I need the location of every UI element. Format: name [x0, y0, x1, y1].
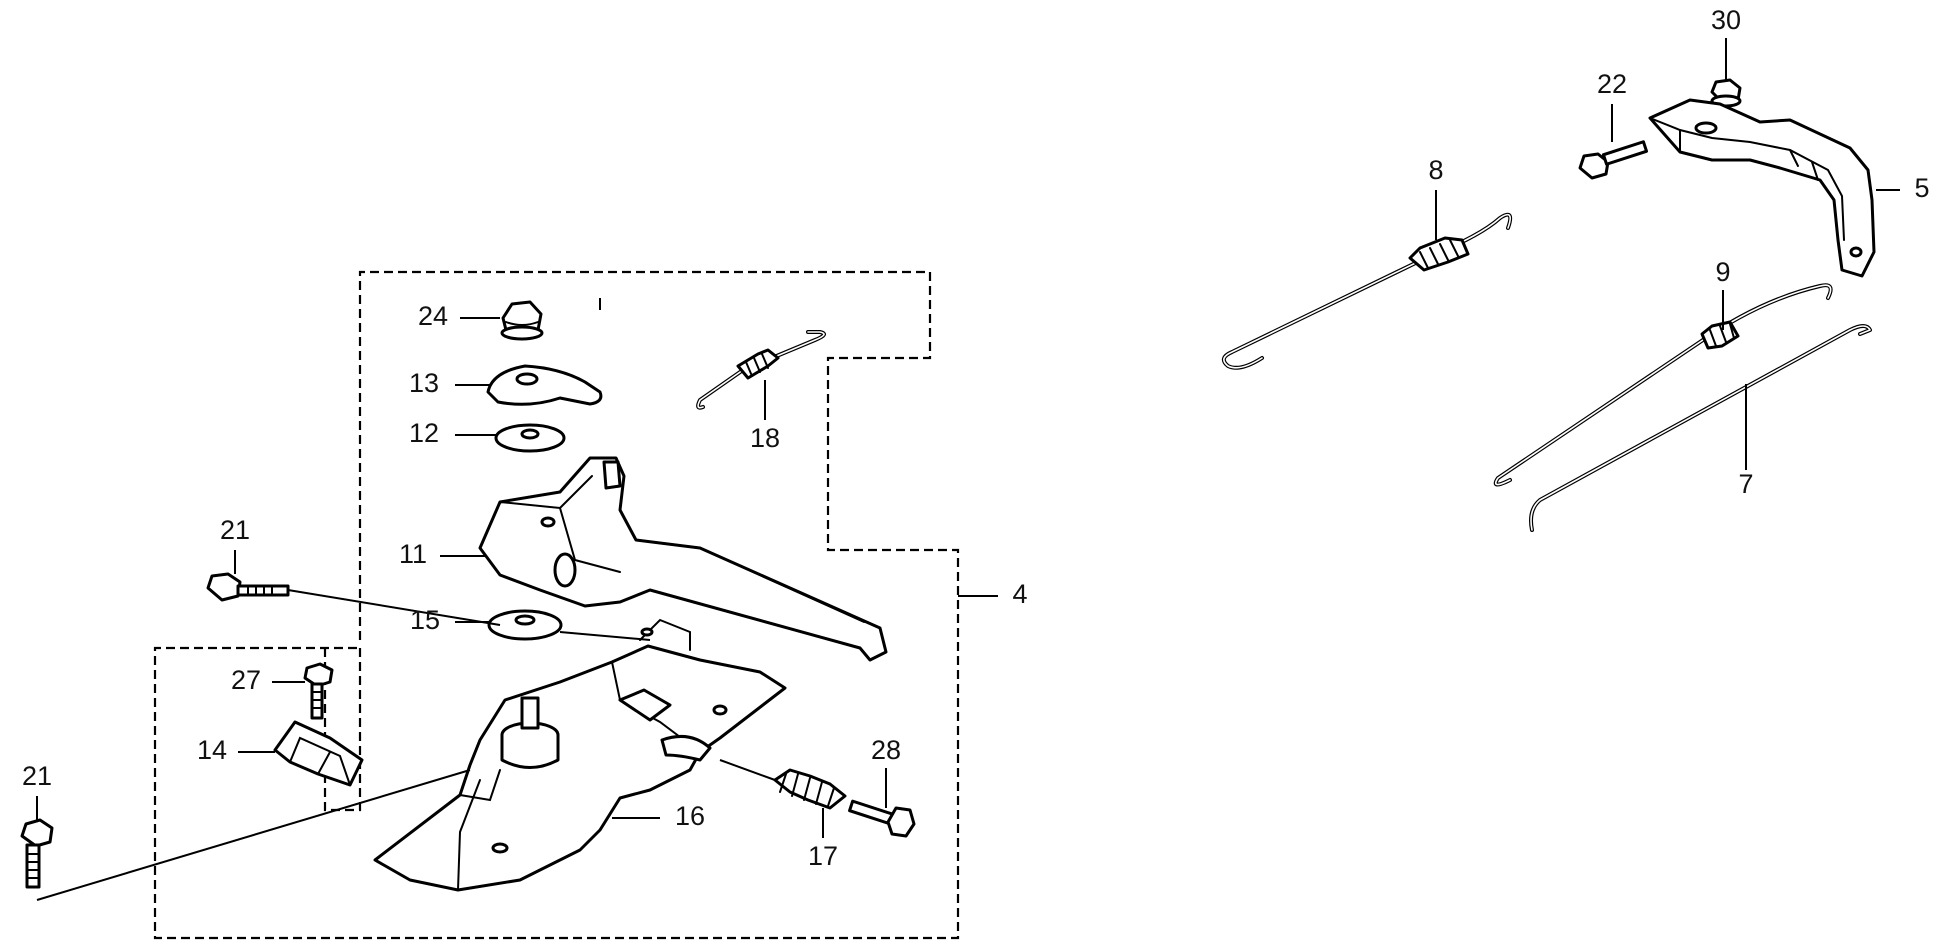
callout-21-upper: 21 [220, 515, 250, 545]
callout-13: 13 [409, 368, 439, 398]
part-15-washer [487, 609, 563, 641]
callout-labels: 30 22 5 8 9 7 24 13 12 18 21 11 15 4 27 … [22, 5, 1930, 871]
callout-7: 7 [1738, 469, 1753, 499]
part-11-control-lever [478, 456, 888, 662]
callout-27: 27 [231, 665, 261, 695]
part-24-flange-nut [500, 300, 544, 341]
leader-lines [36, 38, 1900, 901]
part-5-bracket [1648, 98, 1876, 278]
callout-21-lower: 21 [22, 761, 52, 791]
part-27-bolt [303, 662, 334, 720]
callout-11: 11 [399, 539, 427, 569]
callout-14: 14 [197, 735, 227, 765]
part-8-governor-rod [1221, 212, 1513, 370]
part-22-bolt [1578, 140, 1649, 180]
part-12-washer [494, 423, 566, 453]
callout-8: 8 [1428, 155, 1443, 185]
part-17-spring [773, 768, 847, 810]
callout-12: 12 [409, 418, 439, 448]
callout-17: 17 [808, 841, 838, 871]
callout-9: 9 [1715, 257, 1730, 287]
callout-4: 4 [1012, 579, 1027, 609]
callout-30: 30 [1711, 5, 1741, 35]
part-9-rod [1493, 283, 1833, 487]
part-21-bolt-upper [206, 572, 290, 602]
callout-24: 24 [418, 301, 448, 331]
callout-16: 16 [675, 801, 705, 831]
part-14-clamp [273, 720, 364, 787]
part-28-bolt [848, 799, 916, 838]
part-7-rod [1529, 324, 1872, 532]
part-18-spring [696, 330, 826, 410]
part-13-cam-plate [486, 364, 603, 406]
callout-18: 18 [750, 423, 780, 453]
callout-28: 28 [871, 735, 901, 765]
part-16-base-plate [373, 618, 787, 892]
callout-15: 15 [410, 605, 440, 635]
part-21-bolt-lower [20, 818, 54, 889]
callout-22: 22 [1597, 69, 1627, 99]
assembly-outline [153, 270, 960, 940]
callout-5: 5 [1914, 173, 1929, 203]
